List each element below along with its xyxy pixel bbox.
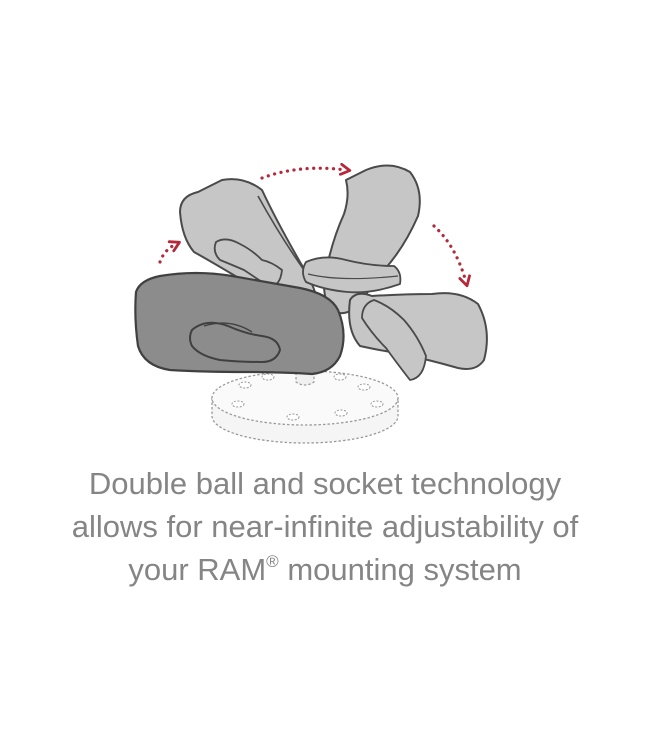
ghost-arm-upright bbox=[302, 164, 421, 315]
ghost-arm-right bbox=[348, 292, 488, 381]
registered-mark: ® bbox=[266, 552, 279, 571]
product-caption: Double ball and socket technology allows… bbox=[0, 462, 650, 591]
rotation-arrow-icon bbox=[432, 224, 466, 282]
caption-line-3: your RAM® mounting system bbox=[0, 548, 650, 591]
caption-line-3-end: mounting system bbox=[278, 552, 522, 587]
rotation-arrow-icon bbox=[158, 244, 176, 264]
caption-line-2: allows for near-infinite adjustability o… bbox=[71, 509, 579, 544]
round-base-plate bbox=[211, 370, 399, 444]
caption-line-1: Double ball and socket technology bbox=[88, 466, 562, 501]
caption-line-3-start: your RAM bbox=[128, 552, 267, 587]
ram-mount-illustration bbox=[134, 0, 488, 444]
rotation-arrows bbox=[158, 168, 466, 282]
rotation-arrow-icon bbox=[260, 168, 346, 180]
front-arm bbox=[134, 271, 345, 376]
